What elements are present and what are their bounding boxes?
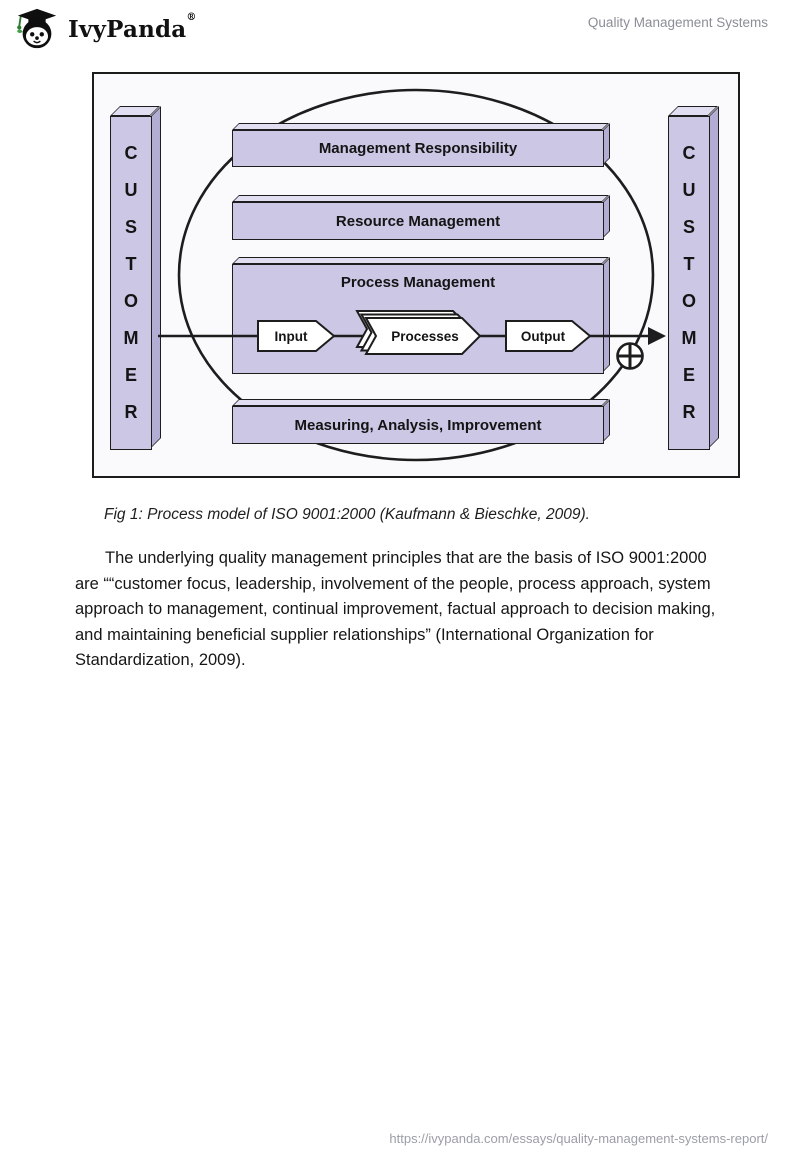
processes-arrow-stack: Processes <box>355 310 482 355</box>
output-arrow: Output <box>505 320 592 352</box>
processes-label: Processes <box>391 329 459 344</box>
junction-circle-plus-icon <box>616 342 644 370</box>
customer-right-label: C U S T O M E R <box>681 143 697 422</box>
iso-process-model-figure: C U S T O M E R C U S T O M E R Manageme… <box>92 72 740 478</box>
brand-name: IvyPanda® <box>68 11 197 43</box>
bar-label: Measuring, Analysis, Improvement <box>294 416 542 434</box>
continual-improvement-ellipse <box>177 88 655 462</box>
bar-label: Management Responsibility <box>318 140 518 157</box>
bar-resource-management: Resource Management <box>232 195 610 240</box>
site-header: IvyPanda® Quality Management Systems <box>0 0 800 58</box>
flow-arrowhead-icon <box>648 327 666 345</box>
flow-layer: Input Processes Output <box>158 310 666 370</box>
output-label: Output <box>521 329 566 344</box>
bar-management-responsibility: Management Responsibility <box>232 123 610 167</box>
bar-measuring-analysis-improvement: Measuring, Analysis, Improvement <box>232 399 610 444</box>
figure-caption: Fig 1: Process model of ISO 9001:2000 (K… <box>104 506 590 523</box>
customer-left-pillar: C U S T O M E R <box>110 106 161 450</box>
input-arrow: Input <box>257 320 336 352</box>
customer-left-label: C U S T O M E R <box>123 143 139 422</box>
ellipse-layer <box>177 88 655 462</box>
registered-mark: ® <box>186 11 197 23</box>
bar-label: Resource Management <box>335 212 501 230</box>
brand-logo-link[interactable]: IvyPanda® <box>14 6 197 52</box>
bar-label: Process Management <box>340 274 496 291</box>
page-title: Quality Management Systems <box>587 15 768 30</box>
source-url: https://ivypanda.com/essays/quality-mana… <box>389 1131 768 1146</box>
input-label: Input <box>275 329 308 344</box>
ivypanda-logo-icon <box>16 8 57 49</box>
customer-right-pillar: C U S T O M E R <box>668 106 719 450</box>
body-paragraph: The underlying quality management princi… <box>75 549 716 669</box>
